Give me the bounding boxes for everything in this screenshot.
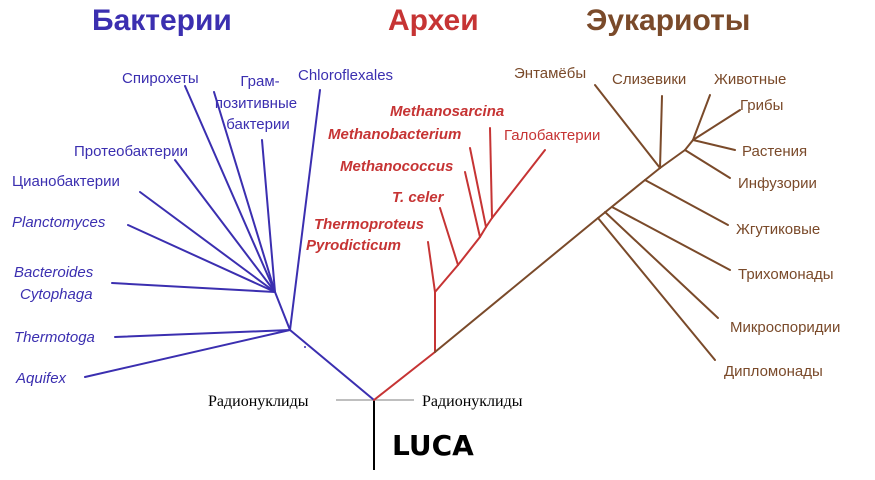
label-radionuclides-right: Радионуклиды [422,393,523,410]
label-cytophaga: Cytophaga [20,286,93,303]
label-luca: LUCA [392,429,474,462]
label-animals: Животные [714,71,787,88]
label-halobacteria: Галобактерии [504,127,601,144]
label-diplomonads: Дипломонады [724,363,823,380]
label-spirochetes: Спирохеты [122,70,199,87]
label-planctomyces: Planctomyces [12,214,106,231]
eukaryota-branches [434,84,741,361]
label-trichomonads: Трихомонады [738,266,834,283]
label-tceler: T. celer [392,189,444,206]
label-grampos-1: Грам- [240,73,280,90]
title-archaea: Археи [388,4,479,37]
label-slime-molds: Слизевики [612,71,687,88]
label-entamoeba: Энтамёбы [514,65,587,82]
label-radionuclides-left: Радионуклиды [208,393,309,410]
label-proteobacteria: Протеобактерии [74,143,188,160]
label-plants: Растения [742,143,808,160]
label-thermotoga: Thermotoga [14,329,95,346]
label-grampos-3: бактерии [226,116,290,133]
bacteria-branches [84,85,375,401]
label-pyrodicticum: Pyrodicticum [306,237,402,254]
label-chloroflexales: Chloroflexales [298,67,394,84]
label-thermoproteus: Thermoproteus [314,216,425,233]
archaea-branches [373,127,546,401]
title-eukaryota: Эукариоты [586,4,751,37]
label-methanosarcina: Methanosarcina [390,103,505,120]
label-flagellates: Жгутиковые [736,221,821,238]
label-fungi: Грибы [740,97,784,114]
label-methanobacterium: Methanobacterium [328,126,462,143]
label-bacteroides: Bacteroides [14,264,94,281]
label-grampos-2: позитивные [214,95,298,112]
label-ciliates: Инфузории [738,175,817,192]
label-microsporidia: Микроспоридии [730,319,841,336]
label-aquifex: Aquifex [16,370,67,387]
label-cyanobacteria: Цианобактерии [12,173,120,190]
title-bacteria: Бактерии [92,4,232,37]
label-methanococcus: Methanococcus [340,158,454,175]
